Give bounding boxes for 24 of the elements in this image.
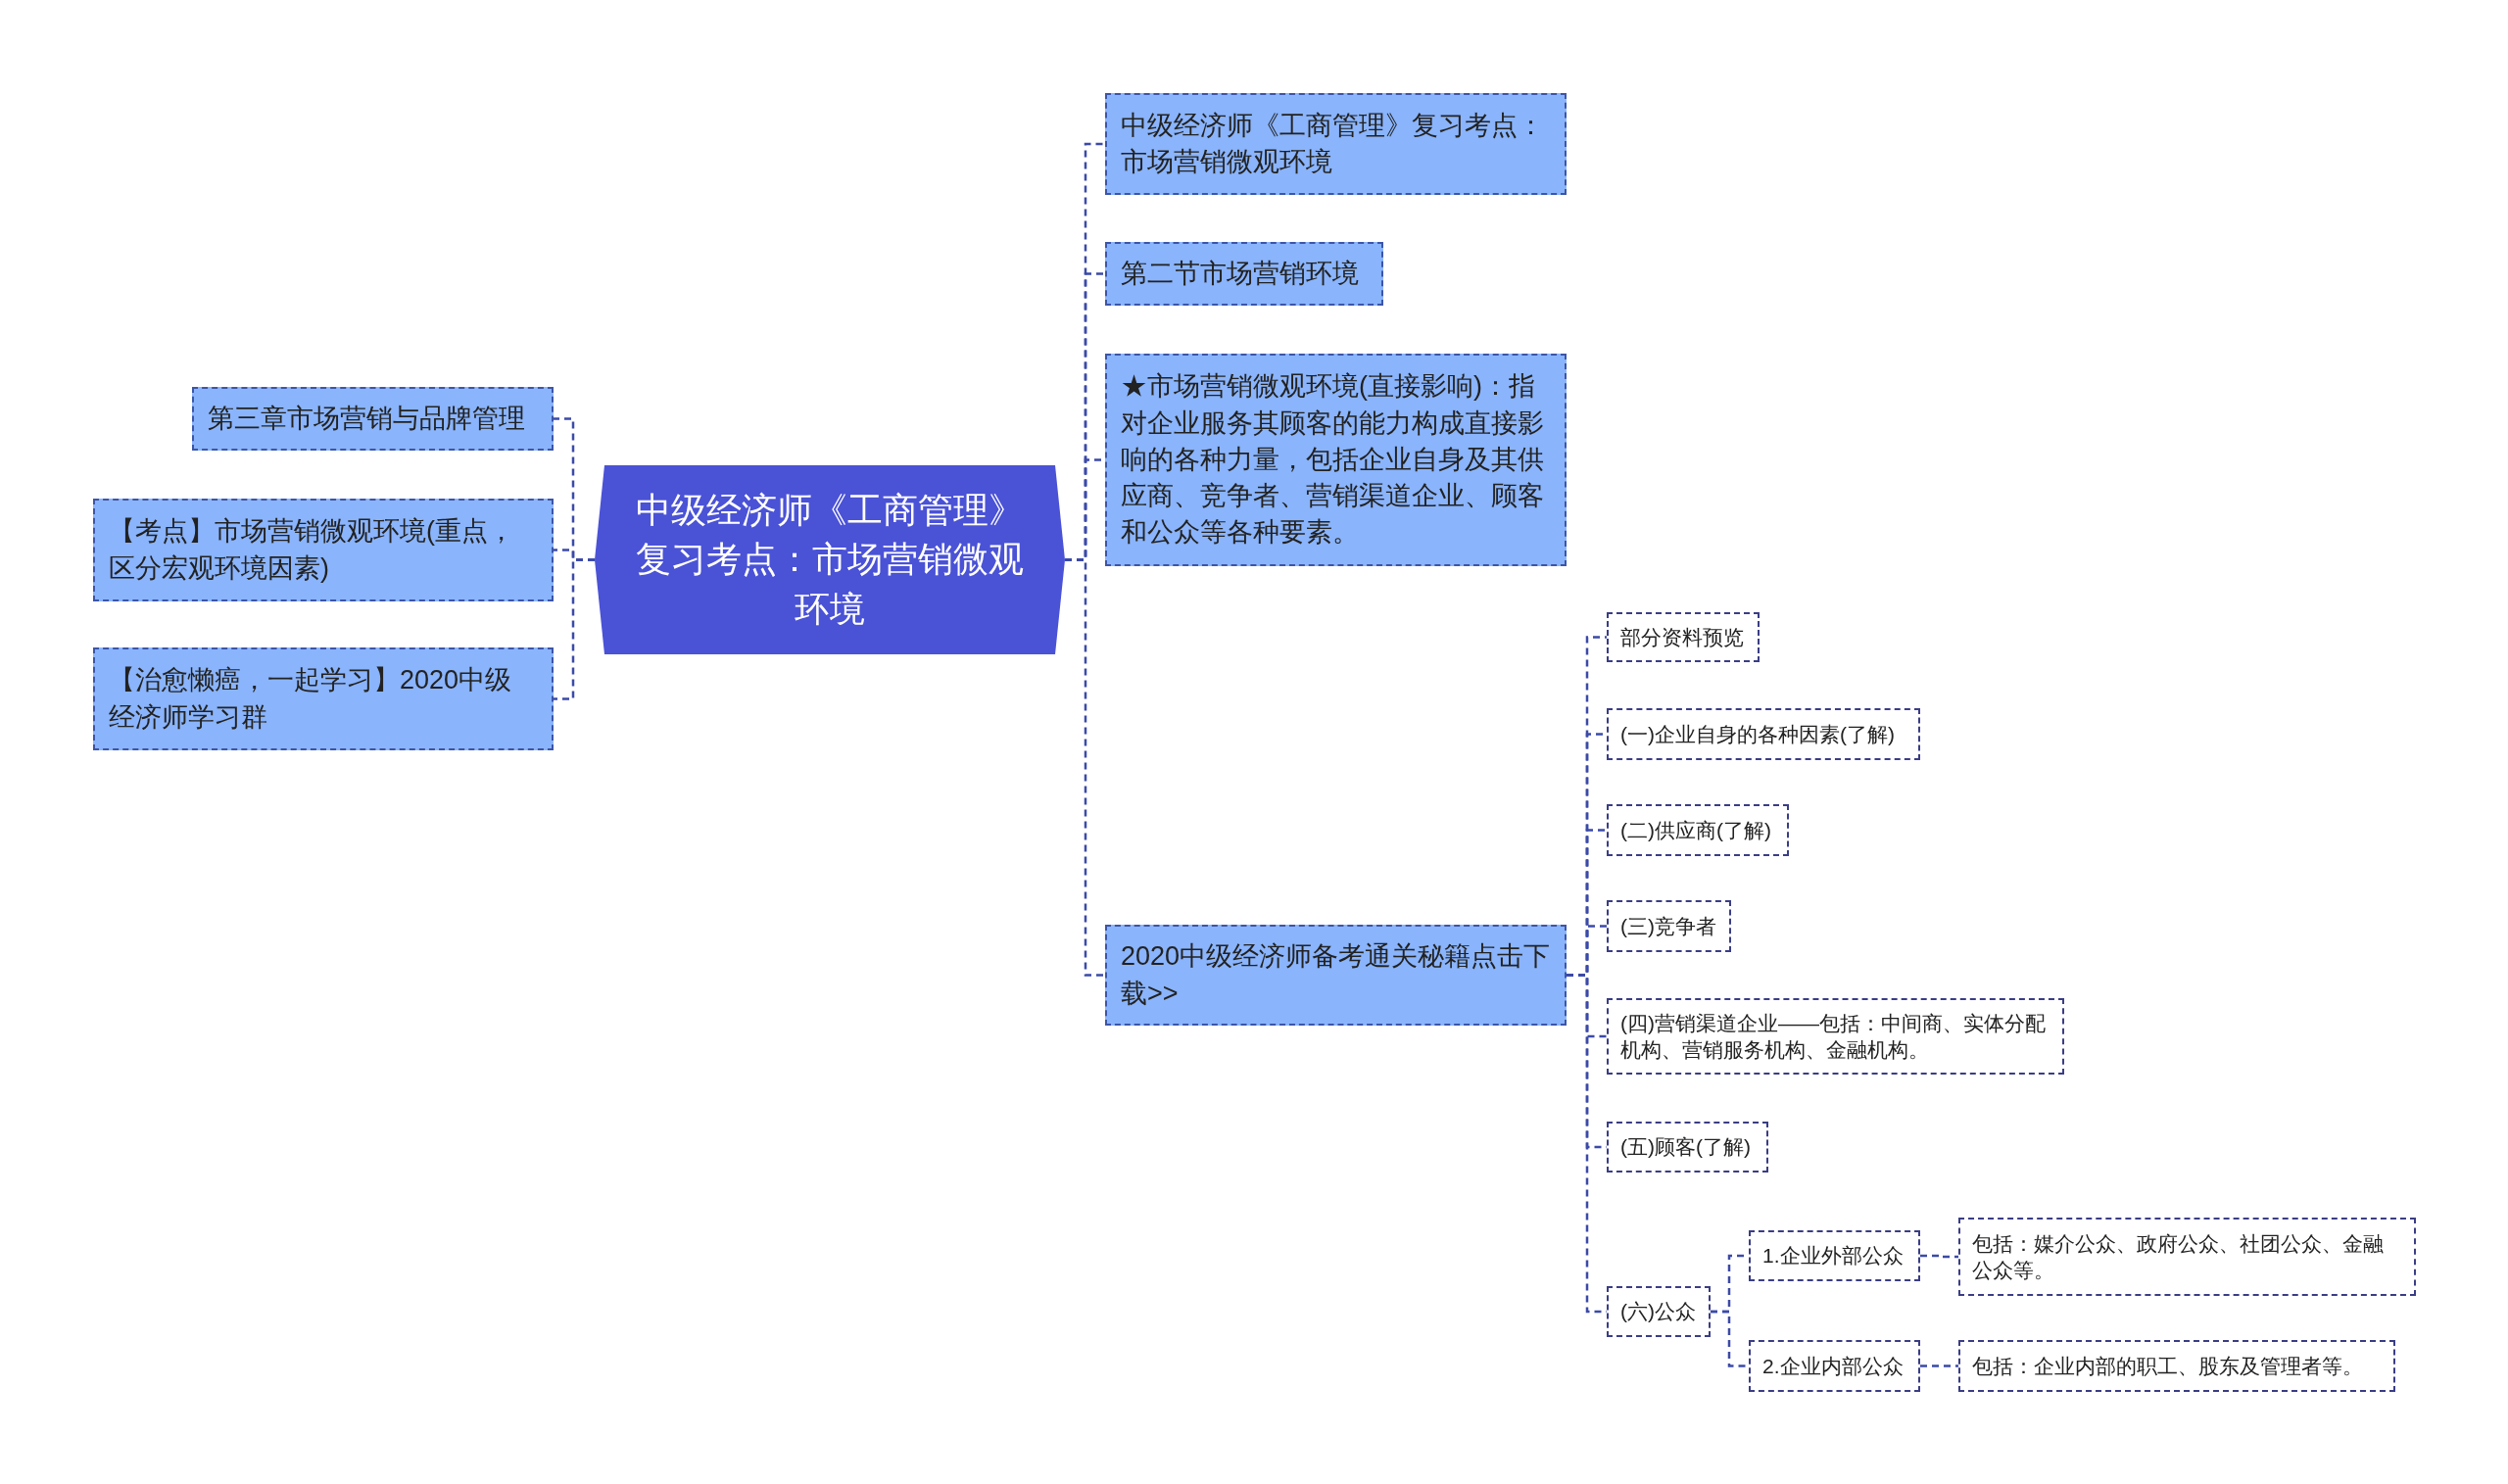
topic-box: 【治愈懒癌，一起学习】2020中级经济师学习群 [93, 647, 554, 750]
topic-text: 中级经济师《工商管理》复习考点：市场营销微观环境 [635, 488, 1025, 631]
topic-box: 中级经济师《工商管理》复习考点：市场营销微观环境 [1105, 93, 1567, 195]
topic-box: ★市场营销微观环境(直接影响)：指对企业服务其顾客的能力构成直接影响的各种力量，包括企业自身及其供应商、竞争者、营销渠道企业、顾客和公众等各种要素。 [1105, 354, 1567, 566]
subtopic-box: 1.企业外部公众 [1749, 1230, 1920, 1281]
topic-box: 【考点】市场营销微观环境(重点，区分宏观环境因素) [93, 499, 554, 601]
subtopic-box: 部分资料预览 [1607, 612, 1760, 662]
connector-line [1065, 558, 1105, 977]
subtopic-box: 包括：企业内部的职工、股东及管理者等。 [1958, 1340, 2395, 1392]
topic-box: 第二节市场营销环境 [1105, 242, 1383, 306]
connector-line [1711, 1310, 1749, 1367]
subtopic-box: 2.企业内部公众 [1749, 1340, 1920, 1392]
subtopic-box: 包括：媒介公众、政府公众、社团公众、金融公众等。 [1958, 1218, 2416, 1296]
subtopic-box: (四)营销渠道企业——包括：中间商、实体分配机构、营销服务机构、金融机构。 [1607, 998, 2064, 1075]
subtopic-box: (三)竞争者 [1607, 900, 1731, 952]
connector-line [554, 558, 595, 700]
connector-line [1920, 1364, 1958, 1367]
subtopic-box: (五)顾客(了解) [1607, 1122, 1768, 1173]
topic-box: 2020中级经济师备考通关秘籍点击下载>> [1105, 925, 1567, 1026]
subtopic-box: (六)公众 [1607, 1286, 1711, 1337]
subtopic-box: (二)供应商(了解) [1607, 804, 1789, 856]
subtopic-box: (一)企业自身的各种因素(了解) [1607, 708, 1920, 760]
connector-line [1920, 1254, 1958, 1259]
topic-box: 第三章市场营销与品牌管理 [192, 387, 554, 451]
